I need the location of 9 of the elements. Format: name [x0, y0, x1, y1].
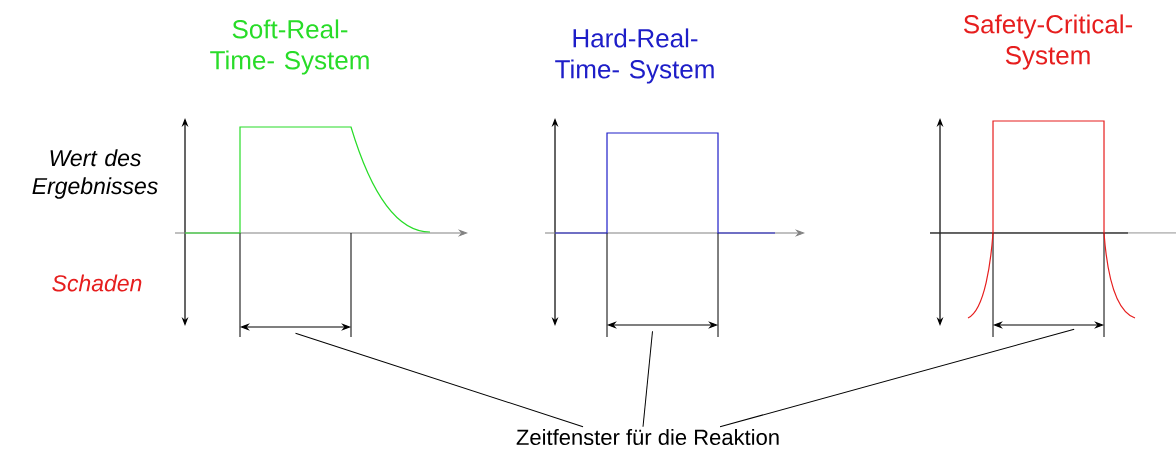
leader-line [642, 330, 653, 428]
axis-label: Wert des Ergebnisses [32, 149, 158, 199]
axis-label: Schaden [52, 274, 142, 292]
leader-line [719, 328, 1075, 428]
caption-text: Zeitfenster für die Reaktion [516, 428, 779, 446]
leader-line [295, 332, 584, 428]
system-title: Safety-Critical- System [963, 14, 1133, 70]
system-title: Hard-Real-Time- System [555, 28, 714, 84]
system-title: Soft-Real-Time- System [210, 19, 369, 75]
